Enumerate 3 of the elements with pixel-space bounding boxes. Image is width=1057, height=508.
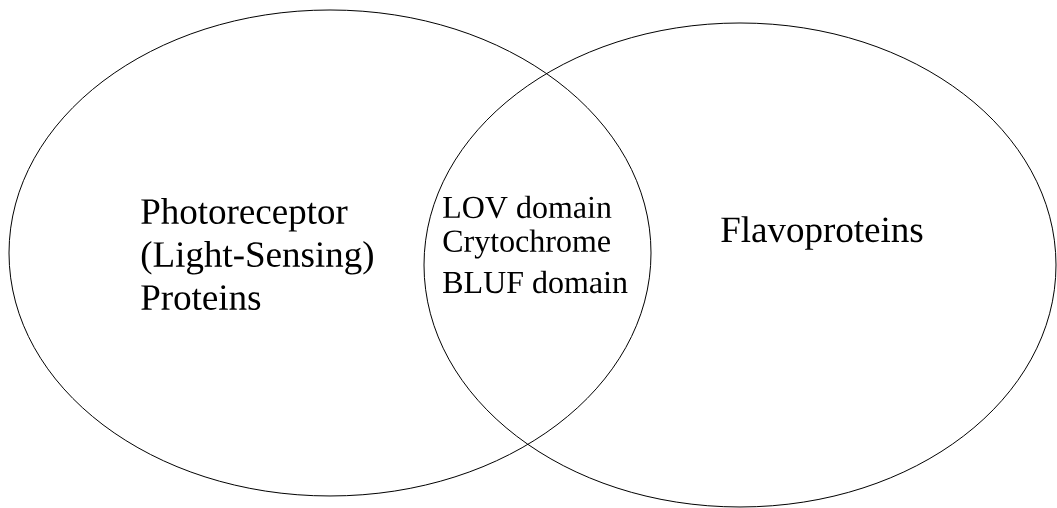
- overlap-label: LOV domain: [443, 195, 612, 219]
- overlap-label: Crytochrome: [443, 229, 610, 259]
- overlap-label: BLUF domain: [443, 270, 628, 294]
